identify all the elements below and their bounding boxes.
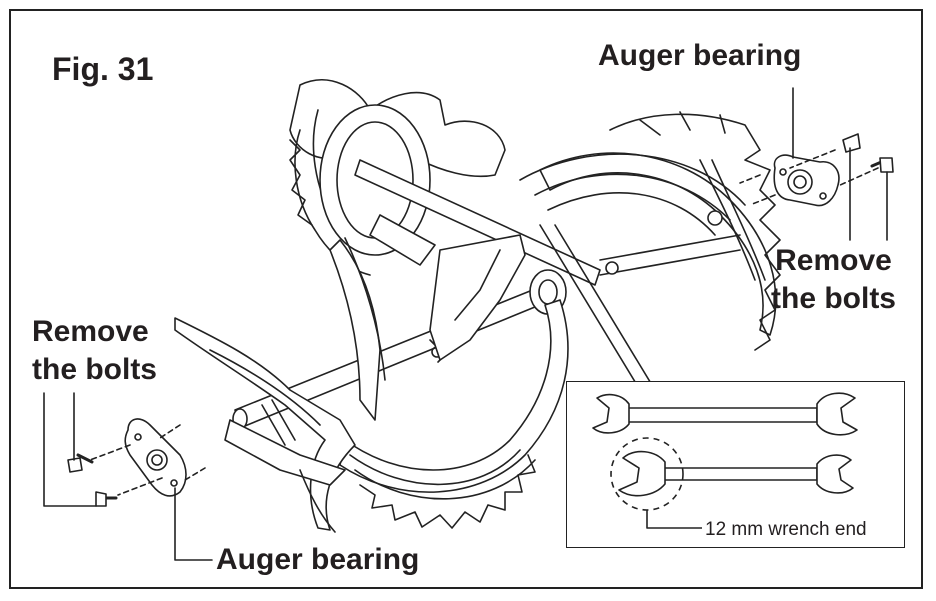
top-bearing-assembly: [739, 87, 894, 241]
auger-spiral-front: [339, 299, 569, 529]
wrench-icon: [592, 392, 858, 436]
auger-spiral-back: [289, 79, 506, 276]
top-auger-bearing-label: Auger bearing: [598, 39, 802, 72]
figure-frame: [9, 9, 923, 589]
left-remove-bolts-label: Remove the bolts: [32, 313, 157, 389]
bottom-auger-bearing-label: Auger bearing: [216, 543, 420, 576]
wrench-inset: [566, 381, 905, 548]
wrench-illustration: [592, 392, 858, 529]
bottom-bearing-assembly: [43, 392, 213, 561]
wrench-icon: [618, 450, 854, 497]
right-remove-line-2: the bolts: [771, 282, 896, 315]
right-remove-bolts-label: Remove the bolts: [771, 242, 896, 318]
auger-spiral-right: [519, 111, 781, 351]
right-remove-line-1: Remove: [775, 244, 892, 277]
figure-number: Fig. 31: [52, 51, 154, 87]
wrench-caption: 12 mm wrench end: [705, 519, 867, 540]
auger-paddle-left: [174, 317, 356, 533]
auger-blades-center: [329, 214, 526, 421]
left-remove-line-2: the bolts: [32, 353, 157, 386]
auger-support-bars: [539, 159, 766, 391]
left-remove-line-1: Remove: [32, 315, 149, 348]
